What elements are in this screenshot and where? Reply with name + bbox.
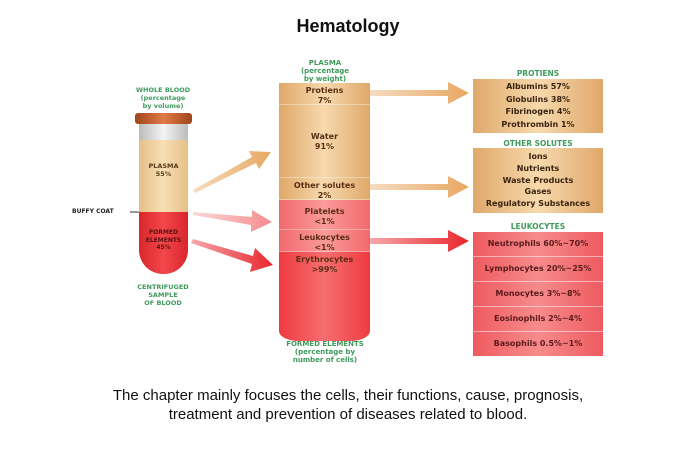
arrow-platelets [193, 210, 272, 232]
list-item: Prothrombin 1% [501, 119, 575, 129]
arrow-proteins [370, 82, 469, 104]
text: PLASMA [308, 59, 342, 67]
list-item: Albumins 57% [506, 82, 570, 91]
text: FORMED [149, 229, 178, 236]
text: (percentage by [294, 348, 356, 356]
list-item: Gases [524, 187, 552, 197]
solutes-title: OTHER SOLUTES [503, 139, 573, 148]
arrow-formed [191, 239, 273, 272]
proteins-title: PROTIENS [516, 69, 560, 78]
text: Leukocytes [299, 233, 350, 242]
arrow-leukocytes [370, 230, 469, 252]
text: treatment and prevention of diseases rel… [168, 406, 528, 423]
text: OF BLOOD [144, 299, 182, 307]
list-item: Lymphocytes 20%~25% [473, 257, 603, 282]
list-item: Fibrinogen 4% [505, 107, 571, 116]
text: 55% [155, 170, 172, 178]
text: 45% [156, 244, 171, 251]
text: Water [310, 132, 339, 141]
text: CENTRIFUGED [137, 283, 189, 291]
buffy-coat-label: BUFFY COAT [72, 208, 114, 215]
text: 7% [317, 96, 332, 105]
list-item: Ions [528, 152, 548, 162]
description-paragraph: The chapter mainly focuses the cells, th… [20, 386, 676, 424]
text: 91% [314, 142, 335, 151]
text: PLASMA [148, 162, 179, 170]
list-item: Monocytes 3%~8% [473, 282, 603, 307]
text: FORMED ELEMENTS [286, 340, 364, 348]
text: >99% [311, 265, 338, 274]
list-item: Neutrophils 60%~70% [473, 232, 603, 257]
arrow-plasma [193, 151, 271, 193]
text: 2% [317, 191, 332, 200]
text: (percentage [140, 94, 186, 102]
list-item: Regulatory Substances [485, 199, 591, 209]
segment-erythrocytes: Erythrocytes>99% [279, 252, 370, 341]
text: Protiens [305, 86, 344, 95]
text: Platelets [304, 207, 345, 216]
list-item: Basophils 0.5%~1% [493, 338, 583, 348]
text: Erythrocytes [295, 255, 354, 264]
text: <1% [314, 243, 335, 252]
text: by weight) [303, 75, 347, 83]
list-item: Globulins 38% [505, 94, 571, 104]
text: ELEMENTS [145, 236, 182, 244]
text: Other solutes [293, 181, 356, 190]
tube-cap [135, 113, 192, 124]
segment-platelets: Platelets<1% [279, 200, 370, 230]
proteins-box: Albumins 57% Globulins 38% Fibrinogen 4% Pr… [473, 79, 603, 133]
leukocytes-title: LEUKOCYTES [510, 222, 566, 231]
segment-leukocytes: Leukocytes<1% [279, 230, 370, 252]
list-item: Waste Products [502, 175, 574, 185]
text: by volume) [142, 102, 184, 110]
text: number of cells) [292, 356, 358, 364]
slide-title: Hematology [296, 16, 400, 36]
leukocytes-box: Neutrophils 60%~70%Lymphocytes 20%~25%Mo… [473, 232, 603, 356]
arrow-solutes [370, 176, 469, 198]
text: SAMPLE [148, 291, 178, 299]
list-item: Nutrients [516, 163, 560, 173]
text: WHOLE BLOOD [135, 86, 191, 94]
list-item: Eosinophils 2%~4% [473, 307, 603, 332]
text: The chapter mainly focuses the cells, th… [112, 387, 584, 404]
text: (percentage [300, 67, 350, 75]
text: <1% [314, 217, 335, 226]
